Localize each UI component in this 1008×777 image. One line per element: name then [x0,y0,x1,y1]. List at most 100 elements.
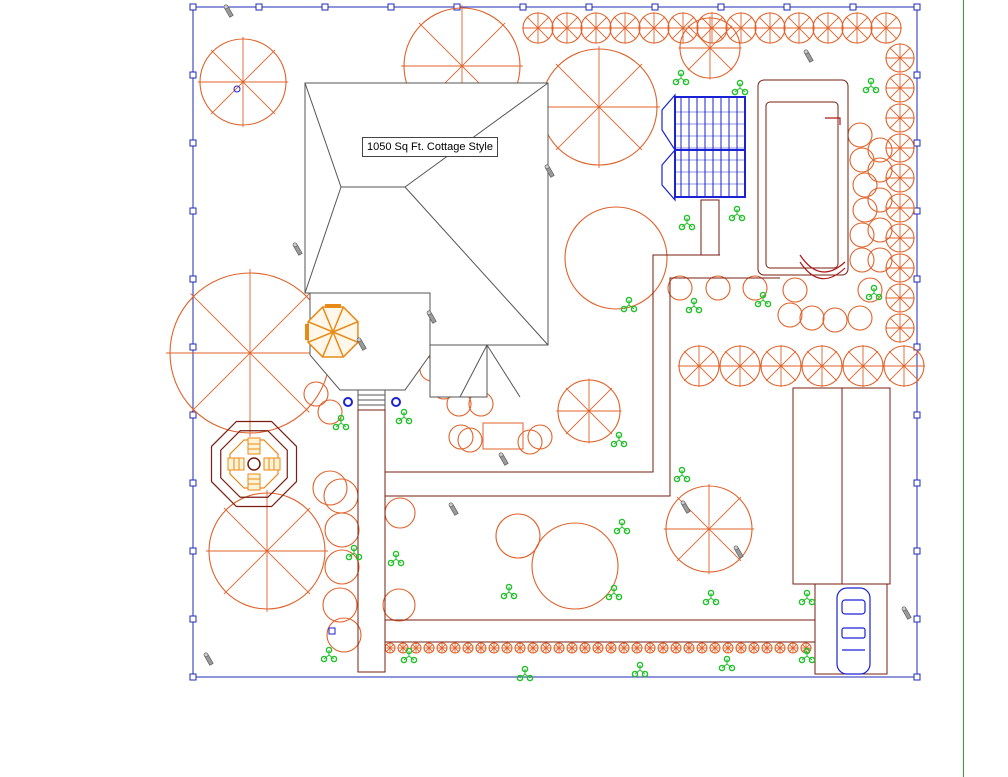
yard-light-icon[interactable] [223,4,234,18]
tree-icon[interactable] [324,549,360,585]
shrub-icon[interactable] [678,214,696,231]
tree-icon[interactable] [722,642,734,654]
tree-icon[interactable] [885,43,915,73]
tree-icon[interactable] [742,275,768,301]
tree-icon[interactable] [735,642,747,654]
boundary-handle[interactable] [189,411,197,419]
tree-icon[interactable] [857,277,883,303]
boundary-handle[interactable] [321,3,329,11]
shrub-icon[interactable] [672,69,690,86]
tree-icon[interactable] [436,642,448,654]
boundary-handle[interactable] [913,139,921,147]
boundary-handle[interactable] [913,479,921,487]
shrub-icon[interactable] [673,466,691,483]
tree-icon[interactable] [760,345,802,387]
tree-icon[interactable] [870,12,902,44]
tree-icon[interactable] [517,429,543,455]
shrub-icon[interactable] [620,296,638,313]
boundary-handle[interactable] [913,71,921,79]
tree-icon[interactable] [457,427,483,453]
tree-icon[interactable] [748,642,760,654]
tree-icon[interactable] [382,588,416,622]
boundary-handle[interactable] [189,3,197,11]
tree-icon[interactable] [638,12,670,44]
tree-icon[interactable] [885,253,915,283]
tree-icon[interactable] [777,302,803,328]
yard-light-icon[interactable] [356,337,367,351]
tree-icon[interactable] [847,305,873,331]
boundary-handle[interactable] [189,615,197,623]
tree-icon[interactable] [705,275,731,301]
tree-icon[interactable] [423,642,435,654]
tree-icon[interactable] [384,497,416,529]
tree-icon[interactable] [553,642,565,654]
tree-icon[interactable] [683,642,695,654]
boundary-handle[interactable] [189,547,197,555]
tree-icon[interactable] [725,12,757,44]
shrub-icon[interactable] [610,431,628,448]
tree-icon[interactable] [462,642,474,654]
tree-icon[interactable] [852,172,878,198]
tree-icon[interactable] [397,642,409,654]
tree-icon[interactable] [657,642,669,654]
tree-icon[interactable] [754,12,786,44]
yard-light-icon[interactable] [448,502,459,516]
tree-icon[interactable] [410,642,422,654]
yard-light-icon[interactable] [901,606,912,620]
deck-icon[interactable] [661,93,746,202]
tree-icon[interactable] [696,642,708,654]
tree-icon[interactable] [709,642,721,654]
tree-icon[interactable] [166,269,334,437]
tree-icon[interactable] [867,137,893,163]
boundary-handle[interactable] [913,207,921,215]
tree-icon[interactable] [696,12,728,44]
tree-icon[interactable] [667,12,699,44]
tree-icon[interactable] [324,512,360,548]
tree-icon[interactable] [867,247,893,273]
boundary-handle[interactable] [255,3,263,11]
tree-icon[interactable] [618,642,630,654]
shrub-icon[interactable] [400,647,418,664]
shrub-icon[interactable] [685,297,703,314]
boundary-handle[interactable] [913,3,921,11]
shrub-icon[interactable] [702,589,720,606]
tree-icon[interactable] [384,642,396,654]
boundary-handle[interactable] [913,673,921,681]
tree-icon[interactable] [849,147,875,173]
tree-icon[interactable] [326,617,362,653]
tree-icon[interactable] [312,470,348,506]
tree-icon[interactable] [885,163,915,193]
shrub-icon[interactable] [865,284,883,301]
shrub-icon[interactable] [862,77,880,94]
pool-icon[interactable] [799,117,846,280]
yard-light-icon[interactable] [498,452,509,466]
tree-icon[interactable] [670,642,682,654]
tree-icon[interactable] [678,345,720,387]
tree-icon[interactable] [317,399,343,425]
tree-icon[interactable] [449,642,461,654]
shrub-icon[interactable] [798,589,816,606]
tree-icon[interactable] [522,12,554,44]
tree-icon[interactable] [842,345,884,387]
tree-icon[interactable] [564,206,668,310]
shrub-icon[interactable] [387,550,405,567]
shrub-icon[interactable] [395,408,413,425]
tree-icon[interactable] [580,12,612,44]
tree-icon[interactable] [885,313,915,343]
tree-icon[interactable] [514,642,526,654]
tree-icon[interactable] [783,12,815,44]
tree-icon[interactable] [551,12,583,44]
tree-icon[interactable] [531,522,619,610]
tree-icon[interactable] [527,424,553,450]
boundary-handle[interactable] [913,547,921,555]
tree-icon[interactable] [322,587,358,623]
tree-icon[interactable] [849,222,875,248]
boundary-handle[interactable] [189,71,197,79]
tree-icon[interactable] [663,483,755,575]
tree-icon[interactable] [885,73,915,103]
boundary-handle[interactable] [717,3,725,11]
tree-icon[interactable] [867,187,893,213]
tree-icon[interactable] [885,133,915,163]
shrub-icon[interactable] [516,665,534,682]
tree-icon[interactable] [885,223,915,253]
